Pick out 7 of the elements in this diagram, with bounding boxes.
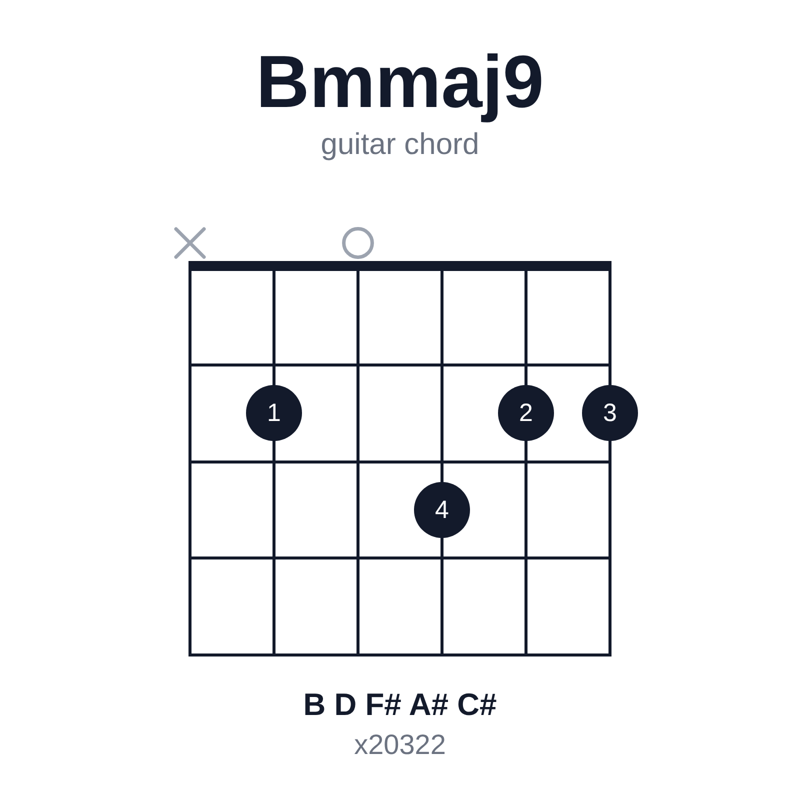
finger-dot: 3 [582, 385, 638, 441]
chord-notes: B D F# A# C# [303, 689, 497, 720]
finger-dot: 4 [414, 482, 470, 538]
subtitle: guitar chord [320, 130, 480, 160]
finger-dot: 1 [246, 385, 302, 441]
finger-dot: 2 [498, 385, 554, 441]
fingering-code: x20322 [354, 731, 446, 759]
